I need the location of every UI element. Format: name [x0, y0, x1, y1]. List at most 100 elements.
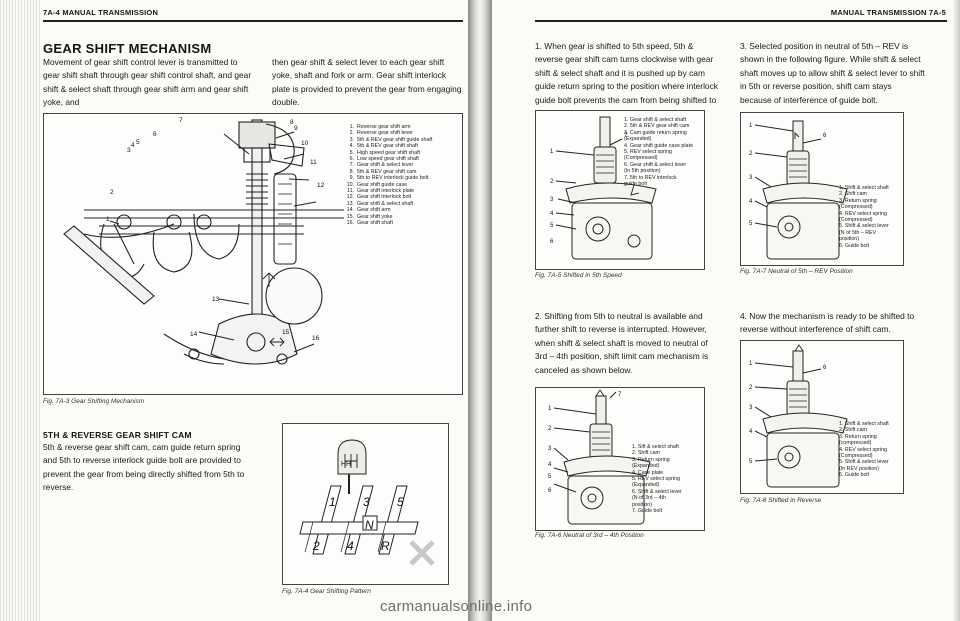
legend-item: 1. Gear shift & select shaft	[624, 117, 687, 123]
step-1: 1. When gear is shifted to 5th speed, 5t…	[535, 41, 718, 118]
fig8-legend: 1. Shift & select shaft 2. Shift cam 3. …	[839, 421, 889, 479]
legend-item: 6. Guide bolt	[839, 472, 870, 479]
callout-6: 6	[550, 239, 554, 245]
fig7-caption: Fig. 7A-7 Neutral of 5th – REV Position	[740, 268, 853, 275]
legend-item: 2. Shift cam	[839, 427, 867, 434]
callout-3: 3	[548, 446, 552, 452]
fig8-caption: Fig. 7A-8 Shifted in Reverse	[740, 497, 822, 504]
legend-item: 15.Gear shift yoke	[346, 213, 393, 220]
callout-11: 11	[310, 159, 317, 166]
legend-item: 6. Shift & select lever	[632, 488, 682, 495]
legend-item: 1.Reverse gear shift arm	[349, 124, 411, 130]
legend-item: 3. Cam guide return spring	[624, 129, 687, 136]
legend-item: (Expanded)	[624, 136, 652, 143]
legend-item: 4. Case plate	[632, 469, 664, 476]
gate-reverse: R	[381, 539, 390, 553]
legend-item: 2. Shift cam	[839, 191, 867, 198]
legend-item: (N of 3rd – 4th	[632, 495, 666, 502]
gate-4: 4	[347, 539, 354, 553]
callout-1: 1	[548, 406, 552, 412]
gate-2: 2	[312, 539, 320, 553]
callout-6: 6	[548, 488, 552, 494]
callout-14: 14	[190, 331, 198, 338]
legend-item: 7. Guide bolt	[632, 508, 663, 515]
legend-item: 10.Gear shift guide case	[346, 181, 408, 188]
legend-item: (Expanded)	[632, 482, 660, 489]
fig3-caption: Fig. 7A-3 Gear Shifting Mechanism	[43, 398, 145, 405]
callout-2: 2	[550, 179, 554, 185]
fig7-legend: 1. Shift & select shaft 2. Shift cam 3. …	[839, 185, 889, 249]
legend-item: guide bolt	[624, 181, 647, 188]
binding-edge	[0, 0, 40, 621]
callout-5: 5	[550, 223, 554, 229]
callout-10: 10	[301, 140, 309, 147]
fig6-legend: 1. Sift & select shaft 2. Shift cam 3. R…	[632, 444, 682, 514]
legend-item: (Compressed)	[624, 155, 658, 162]
step-2: 2. Shifting from 5th to neutral is avail…	[535, 311, 709, 375]
legend-item: (In REV position)	[839, 465, 880, 472]
legend-item: position)	[632, 501, 653, 508]
fig7-drawing: 1 2 3 4 5 6	[749, 120, 848, 260]
legend-item: 9.5th to REV interlock guide bolt	[349, 175, 429, 182]
callout-6: 6	[153, 131, 157, 138]
legend-item: (compressed)	[839, 440, 872, 447]
callout-8: 8	[290, 119, 294, 126]
callout-5: 5	[749, 221, 753, 227]
callout-5: 5	[749, 459, 753, 465]
left-page-header: 7A-4 MANUAL TRANSMISSION	[43, 8, 159, 17]
callout-4: 4	[749, 199, 753, 205]
callout-2: 2	[749, 385, 753, 391]
legend-item: (Compressed)	[839, 453, 873, 460]
callout-2: 2	[548, 426, 552, 432]
callout-1: 1	[749, 361, 753, 367]
figure-gear-shifting-pattern: HH 1 3 5 N 2 4 R	[282, 423, 449, 585]
shift-pattern-drawing: HH 1 3 5 N 2 4 R	[299, 439, 435, 566]
legend-item: 5. Shift & select lever	[839, 223, 889, 230]
fig5-caption: Fig. 7A-5 Shifted in 5th Speed	[535, 272, 622, 279]
gate-neutral: N	[365, 518, 374, 532]
legend-item: 2.Reverse gear shift lever	[349, 130, 413, 137]
legend-item: position)	[839, 236, 860, 243]
legend-item: 5. REV select spring	[624, 149, 672, 156]
callout-3: 3	[749, 175, 753, 181]
legend-item: 3.5th & REV gear shift guide shaft	[349, 136, 433, 143]
left-page: 7A-4 MANUAL TRANSMISSION GEAR SHIFT MECH…	[0, 0, 468, 621]
callout-5: 5	[136, 139, 140, 146]
legend-item: 6. Gear shift & select lever	[624, 161, 687, 168]
legend-item: 16.Gear shift shaft	[346, 220, 393, 227]
callout-7: 7	[618, 392, 622, 398]
header-rule	[535, 20, 947, 22]
cam-section-body: 5th & reverse gear shift cam, cam guide …	[43, 442, 245, 493]
legend-item: (Compressed)	[839, 204, 873, 211]
callout-5: 5	[548, 474, 552, 480]
callout-6: 6	[823, 365, 827, 371]
legend-item: 7.Gear shift & select lever	[349, 162, 414, 169]
callout-4: 4	[550, 211, 554, 217]
callout-1: 1	[550, 149, 554, 155]
legend-item: 3. Return spring	[839, 197, 877, 204]
callout-7: 7	[624, 133, 628, 139]
legend-item: 14.Gear shift arm	[346, 207, 391, 214]
gate-5: 5	[397, 495, 404, 509]
cam-section-heading: 5TH & REVERSE GEAR SHIFT CAM	[43, 430, 192, 440]
callout-4: 4	[548, 462, 552, 468]
legend-item: 2. Shift cam	[632, 450, 660, 457]
fig4-caption: Fig. 7A-4 Gear Shifting Pattern	[282, 588, 371, 595]
legend-item: (Expanded)	[632, 463, 660, 470]
legend-item: 1. Shift & select shaft	[839, 185, 889, 191]
callout-3: 3	[749, 405, 753, 411]
intro-col2: then gear shift & select lever to each g…	[272, 57, 462, 108]
figure-shifted-reverse: 1 2 3 4 5 6 1. Shift & select shaft 2. S…	[740, 340, 904, 494]
callout-4: 4	[131, 142, 135, 149]
fig5-drawing: 1 2 3 4 5 6 7	[550, 116, 657, 260]
callout-3: 3	[550, 197, 554, 203]
knob-label: HH	[341, 461, 351, 468]
step-4: 4. Now the mechanism is ready to be shif…	[740, 311, 915, 335]
right-page-header: MANUAL TRANSMISSION 7A-5	[830, 8, 946, 17]
header-rule	[43, 20, 463, 22]
gate-3: 3	[363, 495, 370, 509]
callout-1: 1	[106, 216, 110, 223]
callout-7: 7	[179, 117, 183, 124]
legend-item: 7. 5th to REV interlock	[624, 174, 677, 181]
fig6-drawing: 1 2 3 4 5 6 7	[548, 389, 651, 525]
